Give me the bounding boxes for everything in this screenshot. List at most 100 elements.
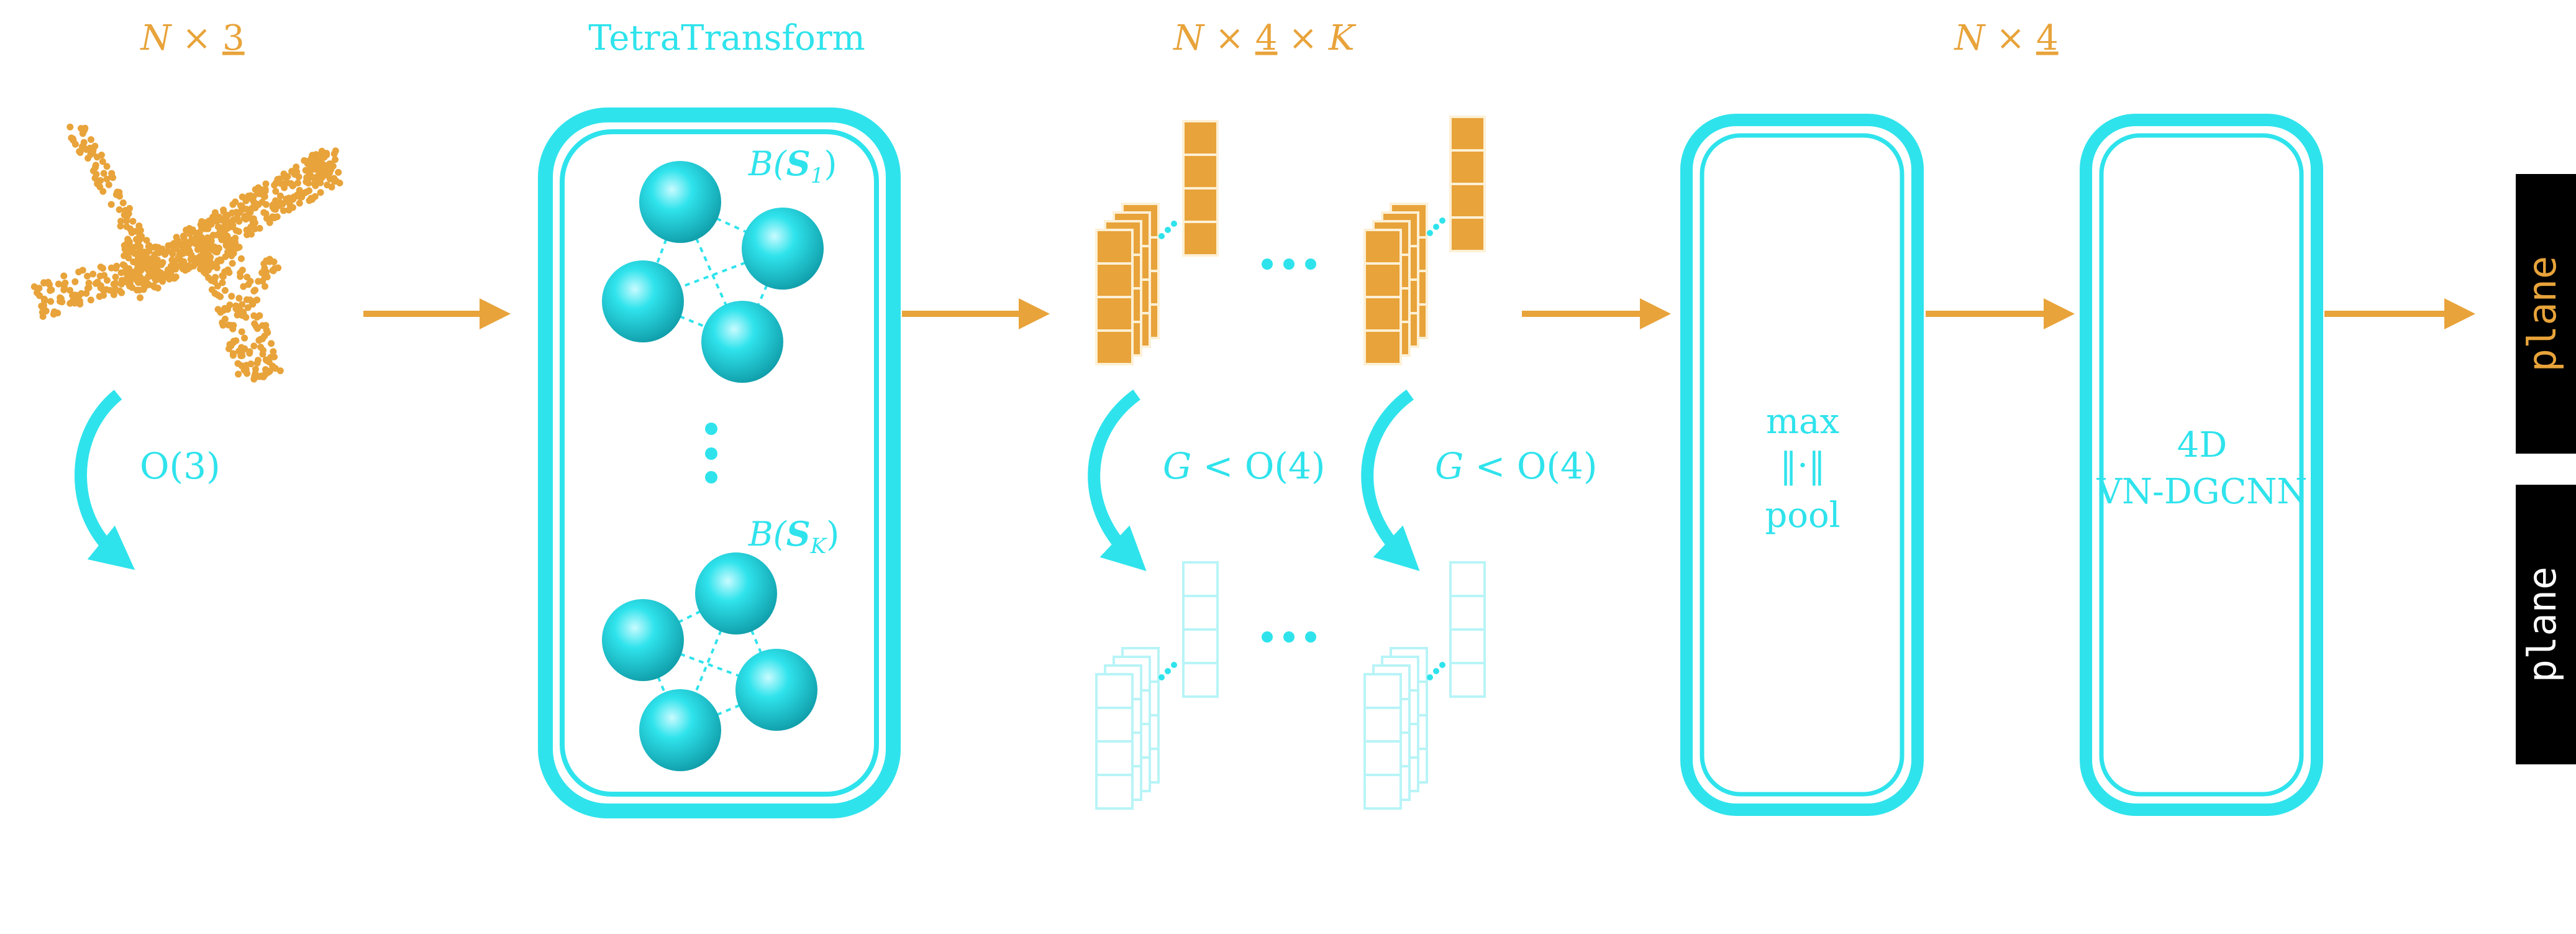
point — [60, 286, 68, 293]
point — [100, 170, 107, 177]
stack-dot — [1433, 668, 1439, 674]
point — [165, 242, 172, 249]
point — [93, 170, 100, 178]
tetrahedron-spheres-bottom — [602, 552, 817, 771]
point — [194, 254, 201, 262]
basis-label-1: B(S1) — [748, 144, 837, 188]
point — [183, 264, 190, 272]
point — [50, 308, 58, 316]
tetra-edge — [680, 689, 777, 731]
stack-dot — [1158, 233, 1165, 239]
feature-column-cell — [1449, 149, 1486, 185]
point — [317, 189, 324, 196]
point — [60, 272, 68, 280]
point — [238, 350, 245, 357]
point — [155, 260, 163, 267]
feature-column-cell — [1449, 183, 1486, 219]
point — [194, 239, 202, 246]
point — [240, 283, 247, 290]
point — [255, 184, 262, 191]
point — [129, 268, 137, 276]
point — [119, 199, 127, 206]
point — [289, 182, 296, 190]
group-label-1-rest: < O(4) — [1191, 445, 1325, 487]
point — [253, 296, 260, 304]
point — [39, 313, 47, 320]
basis-label-1-b: B( — [748, 144, 788, 183]
point — [202, 270, 209, 277]
group-label-2: G < O(4) — [1435, 445, 1598, 487]
point — [221, 286, 229, 294]
tetra-edge — [735, 593, 778, 690]
point — [252, 323, 260, 330]
feature-cell — [1363, 774, 1402, 810]
point — [280, 200, 287, 208]
point — [164, 247, 171, 255]
group-label-2-rest: < O(4) — [1463, 445, 1597, 487]
point — [229, 209, 236, 217]
point — [214, 282, 221, 290]
point — [289, 196, 297, 203]
point — [206, 217, 213, 224]
point — [97, 282, 104, 290]
point — [96, 272, 104, 280]
point — [270, 348, 277, 355]
point — [263, 273, 271, 281]
tetra-edge — [741, 248, 784, 342]
point — [128, 229, 135, 237]
point — [303, 188, 310, 196]
stack-dot — [1439, 217, 1445, 224]
point — [204, 262, 211, 269]
point — [110, 291, 117, 298]
point — [219, 279, 226, 286]
stack-dot — [1427, 230, 1433, 236]
point — [89, 270, 97, 278]
point — [103, 175, 111, 183]
stack-dot — [1165, 227, 1171, 233]
feature-cell — [1095, 229, 1134, 265]
point — [116, 188, 123, 196]
group-label-2-g: G — [1435, 445, 1463, 487]
point — [335, 168, 342, 176]
sphere-icon — [639, 689, 721, 771]
stack-dot — [1433, 224, 1439, 230]
point — [215, 245, 222, 252]
point — [211, 209, 219, 216]
point — [145, 242, 153, 249]
point — [80, 143, 87, 150]
feature-stacks — [1095, 116, 1486, 810]
point — [103, 163, 111, 170]
basis-label-k-s: S — [786, 514, 811, 554]
tetrahedron-spheres-top — [602, 161, 824, 383]
point — [235, 370, 242, 378]
point — [293, 191, 301, 199]
point — [325, 160, 333, 168]
input-shape-times: × — [171, 18, 222, 58]
output-box-2 — [2516, 485, 2576, 764]
point — [271, 181, 278, 189]
basis-label-k-b: B( — [748, 515, 788, 554]
output-label-1: plane — [2519, 256, 2565, 372]
point — [296, 199, 303, 207]
feature-column-cell — [1182, 221, 1219, 257]
point — [255, 373, 263, 380]
sphere-icon — [602, 260, 684, 342]
point — [232, 305, 240, 313]
pooled-shape-times: × — [1985, 18, 2036, 58]
point — [121, 268, 128, 276]
point — [152, 243, 159, 250]
point — [262, 322, 270, 329]
feature-cell — [1363, 229, 1402, 265]
point — [136, 232, 143, 240]
point — [84, 272, 91, 280]
point — [209, 246, 217, 254]
basis-label-k-sub: K — [810, 534, 828, 559]
feature-column-cell — [1449, 116, 1486, 152]
point — [248, 215, 255, 222]
point — [184, 242, 191, 250]
point — [140, 286, 147, 293]
feature-column-cell — [1449, 628, 1486, 664]
point — [259, 335, 266, 342]
point — [147, 256, 154, 263]
